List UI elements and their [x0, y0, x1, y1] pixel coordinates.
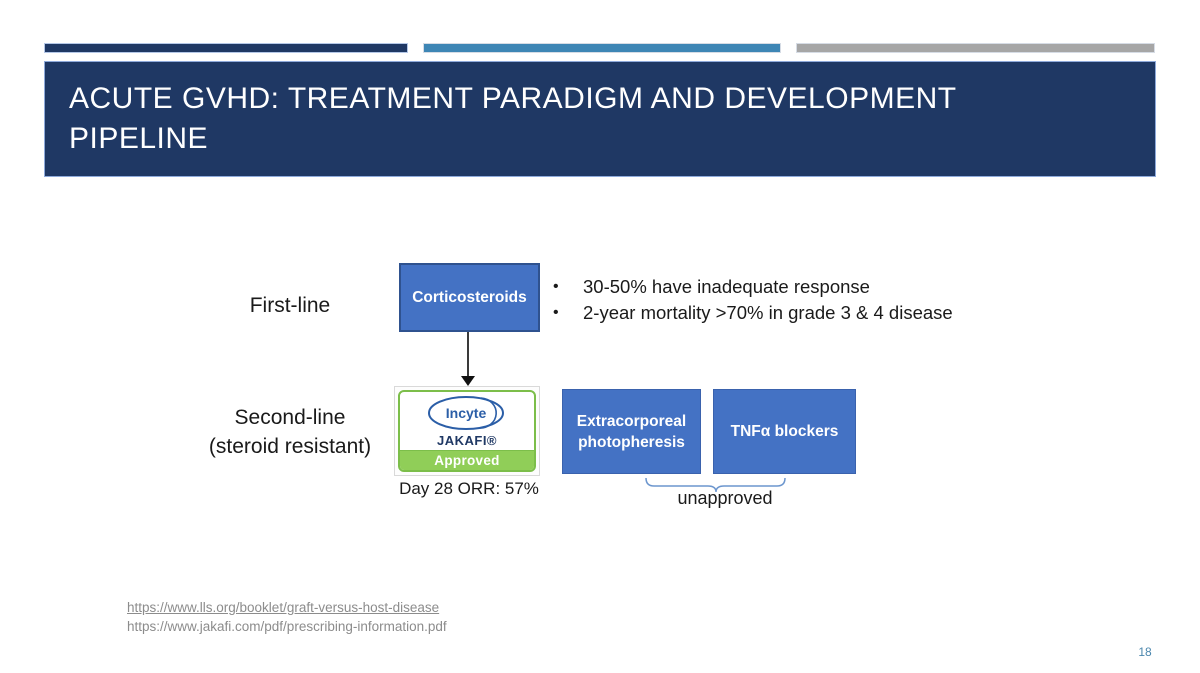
accent-bar-gray — [796, 43, 1155, 53]
incyte-logo-text: Incyte — [446, 405, 487, 421]
bullet-dot: • — [553, 278, 559, 295]
references: https://www.lls.org/booklet/graft-versus… — [127, 598, 447, 636]
second-line-label: Second-line (steroid resistant) — [193, 403, 387, 461]
reference-link-lls[interactable]: https://www.lls.org/booklet/graft-versus… — [127, 600, 440, 615]
approved-status-badge: Approved — [400, 450, 534, 470]
second-line-label-line1: Second-line — [234, 406, 346, 429]
reference-link-jakafi[interactable]: https://www.jakafi.com/pdf/prescribing-i… — [127, 619, 447, 634]
approved-status-label: Approved — [434, 453, 500, 468]
title-banner: ACUTE GVHD: TREATMENT PARADIGM AND DEVEL… — [44, 61, 1156, 177]
unapproved-bracket — [645, 477, 786, 493]
accent-bar-teal — [423, 43, 781, 53]
connector-arrow-line — [467, 332, 469, 377]
connector-arrow-head — [461, 376, 475, 386]
jakafi-drug-name: JAKAFI® — [436, 433, 498, 448]
jakafi-card-inner: Incyte JAKAFI® Approved — [398, 390, 536, 472]
corticosteroids-box-label: Corticosteroids — [412, 289, 527, 306]
slide-title: ACUTE GVHD: TREATMENT PARADIGM AND DEVEL… — [69, 82, 957, 155]
unapproved-label: unapproved — [677, 488, 773, 508]
page-number: 18 — [1138, 645, 1152, 659]
bullet-text: 2-year mortality >70% in grade 3 & 4 dis… — [583, 302, 953, 323]
tnfa-blockers-box: TNFα blockers — [713, 389, 856, 474]
extracorporeal-photopheresis-box: Extracorporeal photopheresis — [562, 389, 701, 474]
tnfa-blockers-label: TNFα blockers — [730, 423, 839, 440]
first-line-label: First-line — [249, 294, 331, 317]
bullet-dot: • — [553, 304, 559, 321]
first-line-bullets: • 30-50% have inadequate response • 2-ye… — [553, 274, 953, 326]
second-line-label-line2: (steroid resistant) — [208, 435, 372, 458]
accent-bar-navy — [44, 43, 408, 53]
bullet-item: • 2-year mortality >70% in grade 3 & 4 d… — [553, 300, 953, 326]
jakafi-card-body: Incyte JAKAFI® — [400, 392, 534, 450]
corticosteroids-box: Corticosteroids — [399, 263, 540, 332]
extracorporeal-photopheresis-label: Extracorporeal photopheresis — [576, 412, 687, 451]
jakafi-result-label: Day 28 ORR: 57% — [399, 479, 539, 498]
incyte-logo-icon: Incyte — [428, 396, 504, 430]
jakafi-card: Incyte JAKAFI® Approved — [394, 386, 540, 476]
bullet-text: 30-50% have inadequate response — [583, 276, 870, 297]
bullet-item: • 30-50% have inadequate response — [553, 274, 953, 300]
